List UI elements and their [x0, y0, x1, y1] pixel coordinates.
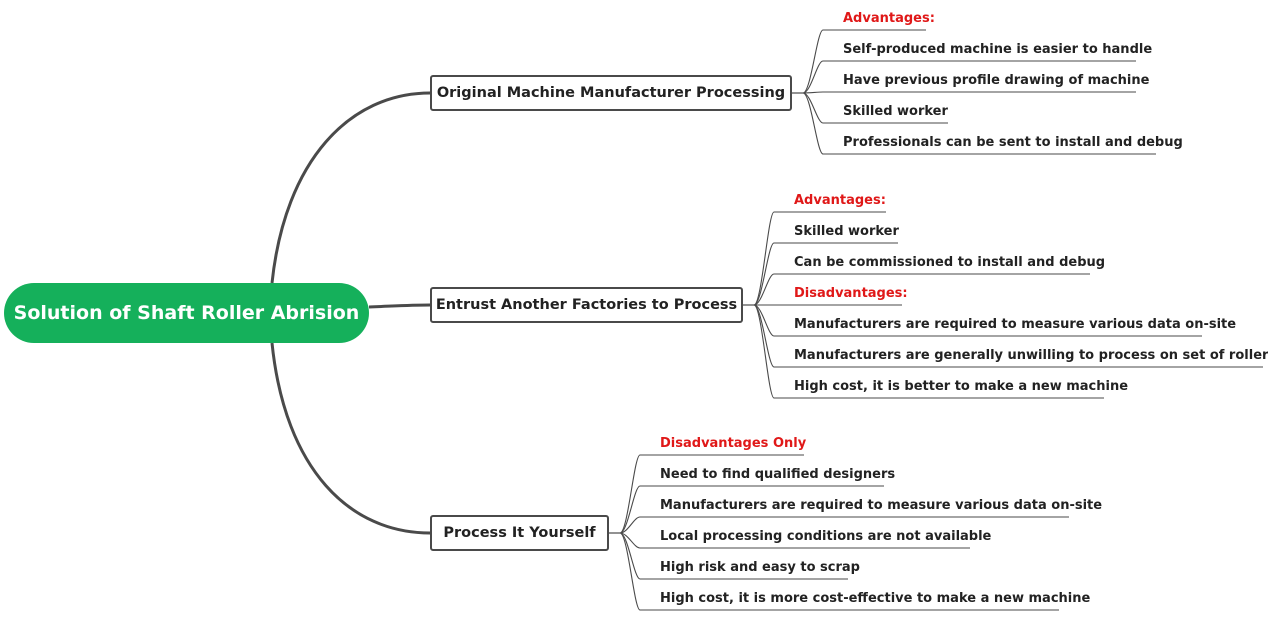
central-topic-label: Solution of Shaft Roller Abrision [13, 302, 360, 324]
leaf-item[interactable]: Professionals can be sent to install and… [843, 135, 1183, 150]
leaf-item[interactable]: Need to find qualified designers [660, 467, 896, 482]
branch-entrust-factories[interactable]: Entrust Another Factories to Process [430, 287, 743, 323]
connector-root-branch [270, 91, 431, 284]
leaf-item[interactable]: Manufacturers are required to measure va… [660, 498, 1103, 513]
connector-leaf [619, 454, 804, 534]
leaf-item[interactable]: Self-produced machine is easier to handl… [843, 42, 1153, 57]
connector-leaf [753, 242, 898, 306]
central-topic[interactable]: Solution of Shaft Roller Abrision [4, 283, 369, 343]
leaf-heading[interactable]: Disadvantages: [794, 286, 908, 301]
branch-original-manufacturer[interactable]: Original Machine Manufacturer Processing [430, 75, 792, 111]
leaf-item[interactable]: Local processing conditions are not avai… [660, 529, 992, 544]
leaf-heading[interactable]: Disadvantages Only [660, 436, 807, 451]
leaf-item[interactable]: Manufacturers are generally unwilling to… [794, 348, 1268, 363]
connector-leaf [619, 485, 884, 534]
connector-leaf [802, 60, 1136, 94]
leaf-item[interactable]: High risk and easy to scrap [660, 560, 860, 575]
branch-process-yourself[interactable]: Process It Yourself [430, 515, 609, 551]
connector-leaf [753, 273, 1090, 306]
leaf-item[interactable]: Can be commissioned to install and debug [794, 255, 1106, 270]
connector-leaf [753, 211, 886, 306]
leaf-item[interactable]: Have previous profile drawing of machine [843, 73, 1150, 88]
connector-leaf [753, 304, 1104, 399]
connector-root-branch [270, 342, 431, 535]
leaf-item[interactable]: Manufacturers are required to measure va… [794, 317, 1237, 332]
connector-leaf [619, 532, 1059, 611]
leaf-item[interactable]: Skilled worker [843, 104, 948, 119]
connector-root-branch [368, 303, 431, 309]
branch-label: Process It Yourself [443, 525, 596, 541]
leaf-heading[interactable]: Advantages: [794, 193, 886, 208]
leaf-item[interactable]: Skilled worker [794, 224, 899, 239]
leaf-heading[interactable]: Advantages: [843, 11, 935, 26]
branch-label: Original Machine Manufacturer Processing [436, 85, 786, 101]
branch-label: Entrust Another Factories to Process [435, 297, 738, 313]
leaf-item[interactable]: High cost, it is more cost-effective to … [660, 591, 1091, 606]
leaf-item[interactable]: High cost, it is better to make a new ma… [794, 379, 1129, 394]
connector-leaf [802, 29, 926, 94]
connector-leaf [802, 92, 1156, 155]
connector-leaf [802, 91, 1136, 94]
connector-leaf [619, 516, 1069, 534]
connector-leaf [619, 532, 970, 549]
